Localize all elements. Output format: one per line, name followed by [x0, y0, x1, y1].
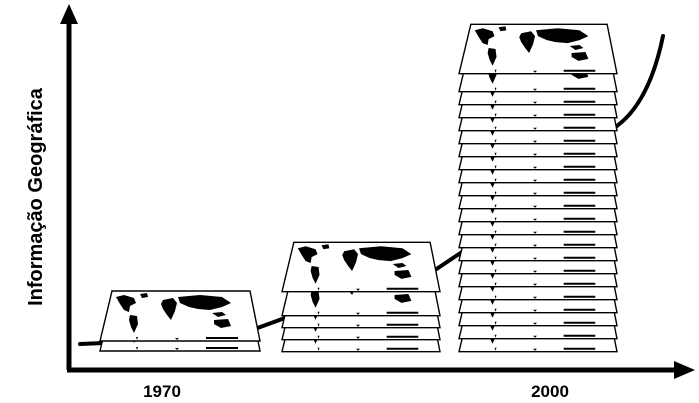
map-stack-middle — [281, 241, 441, 353]
y-axis-arrow-icon — [60, 4, 78, 24]
world-map-icon — [99, 290, 261, 342]
world-map-icon — [458, 23, 618, 75]
x-axis-label-1970: 1970 — [143, 382, 181, 401]
x-axis-arrow-icon — [674, 361, 695, 379]
map-stack-1970 — [99, 290, 261, 352]
map-stack-2000 — [458, 23, 618, 353]
world-map-icon — [281, 241, 441, 293]
x-axis-label-2000: 2000 — [531, 382, 569, 401]
y-axis — [60, 4, 78, 370]
growth-curve — [78, 34, 665, 346]
x-axis — [67, 361, 695, 379]
y-axis-label: Informação Geográfica — [25, 87, 47, 306]
